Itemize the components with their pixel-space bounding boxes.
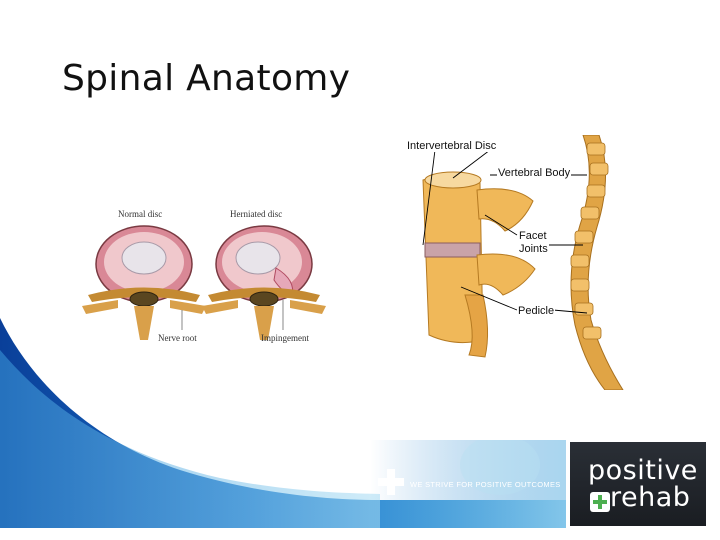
facet-label: Facet [518, 230, 548, 242]
logo-plus-icon [590, 492, 610, 512]
vertebral-body-label: Vertebral Body [497, 167, 571, 179]
impingement-label: Impingement [261, 333, 309, 343]
slogan-text: WE STRIVE FOR POSITIVE OUTCOMES [410, 480, 561, 489]
pedicle-label: Pedicle [517, 305, 555, 317]
nerve-root-label: Nerve root [158, 333, 197, 343]
slide-title: Spinal Anatomy [62, 58, 350, 99]
logo-word-rehab: rehab [610, 484, 690, 511]
logo-word-positive: positive [588, 457, 698, 484]
joints-label: Joints [518, 243, 549, 255]
disc-illustration [78, 200, 328, 350]
spine-anatomy-figure: Intervertebral Disc Vertebral Body Facet… [405, 135, 630, 390]
disc-comparison-figure: Normal disc Herniated disc Nerve root Im… [78, 200, 328, 350]
plus-icon [378, 469, 404, 495]
intervertebral-disc-label: Intervertebral Disc [406, 140, 497, 152]
positive-rehab-logo: positive rehab [570, 442, 706, 526]
